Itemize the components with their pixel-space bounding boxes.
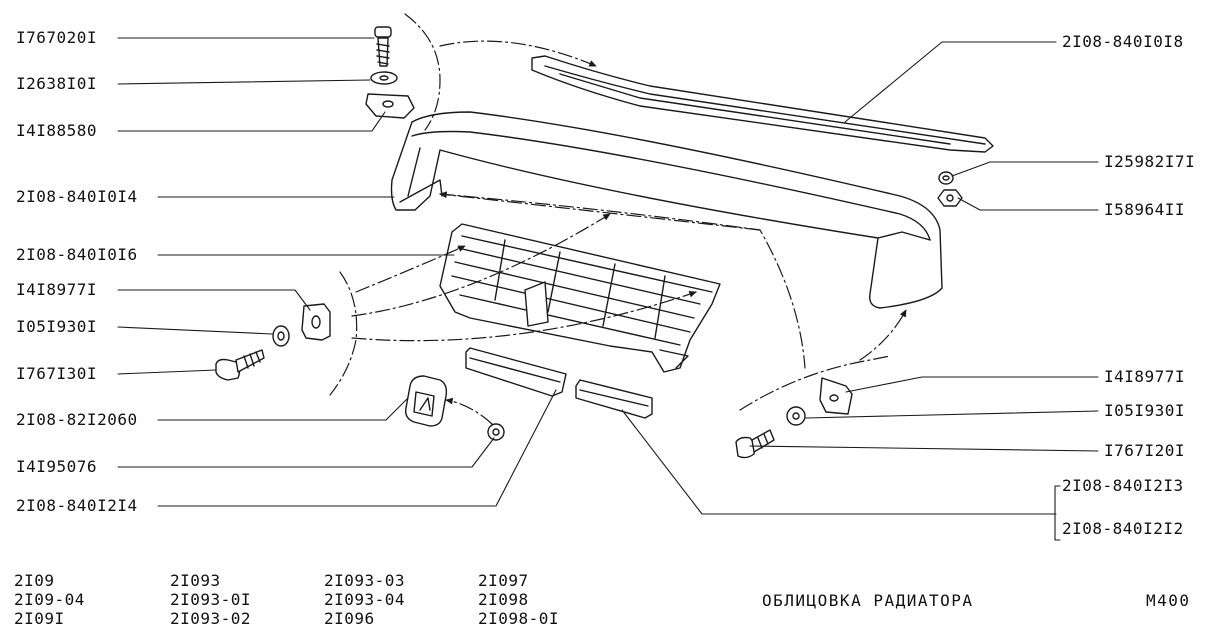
part-label-left-11: 2I08-840I2I4 [16, 496, 138, 515]
screw-right [735, 429, 775, 459]
part-label-left-1: I767020I [16, 28, 98, 47]
screw-left [215, 349, 265, 381]
washer-left [272, 325, 290, 347]
nut-emblem [487, 423, 505, 441]
part-label-right-6: I767I20I [1104, 441, 1186, 460]
leader-lines [117, 37, 1099, 541]
page-code: М400 [1146, 591, 1191, 610]
part-label-left-2: I2638I0I [16, 74, 98, 93]
model-code: 2I093 [170, 571, 221, 590]
model-code: 2I093-03 [324, 571, 406, 590]
part-label-right-7: 2I08-840I2I3 [1062, 476, 1184, 495]
clip-nut-left [301, 303, 331, 341]
part-label-right-8: 2I08-840I2I2 [1062, 519, 1184, 538]
model-code: 2I096 [324, 609, 375, 628]
nut-right [937, 189, 963, 207]
part-label-left-3: I4I88580 [16, 121, 98, 140]
assembly-paths [329, 13, 907, 425]
model-code: 2I093-0I [170, 590, 252, 609]
part-label-left-8: I767I30I [16, 364, 98, 383]
model-code: 2I09I [14, 609, 65, 628]
washer-right [786, 406, 806, 426]
part-label-right-3: I58964II [1104, 200, 1186, 219]
emblem-part [404, 375, 448, 427]
part-label-right-4: I4I8977I [1104, 367, 1186, 386]
model-code: 2I093-04 [324, 590, 406, 609]
model-code: 2I098-0I [478, 609, 560, 628]
clip-nut-right [819, 377, 853, 415]
part-label-left-7: I05I930I [16, 317, 98, 336]
washer-top [370, 71, 398, 85]
part-label-left-9: 2I08-82I2060 [16, 410, 138, 429]
clip-nut-top [365, 93, 415, 119]
part-label-right-1: 2I08-840I0I8 [1062, 32, 1184, 51]
model-code: 2I097 [478, 571, 529, 590]
part-label-left-4: 2I08-840I0I4 [16, 187, 138, 206]
model-code: 2I09-04 [14, 590, 85, 609]
diagram-title: ОБЛИЦОВКА РАДИАТОРА [762, 591, 974, 610]
part-label-left-6: I4I8977I [16, 280, 98, 299]
model-code: 2I09 [14, 571, 55, 590]
model-code: 2I093-02 [170, 609, 252, 628]
part-label-right-5: I05I930I [1104, 401, 1186, 420]
part-label-left-10: I4I95076 [16, 457, 98, 476]
lower-strip-left-part [465, 347, 567, 397]
lower-strip-right-part [575, 379, 653, 419]
model-code: 2I098 [478, 590, 529, 609]
part-label-right-2: I25982I7I [1104, 152, 1196, 171]
molding-strip-part [531, 55, 994, 153]
clip-right-top [938, 171, 954, 185]
screw-top [374, 26, 392, 67]
grille-frame-part [390, 111, 943, 309]
part-label-left-5: 2I08-840I0I6 [16, 245, 138, 264]
inner-grille-part [439, 223, 721, 373]
